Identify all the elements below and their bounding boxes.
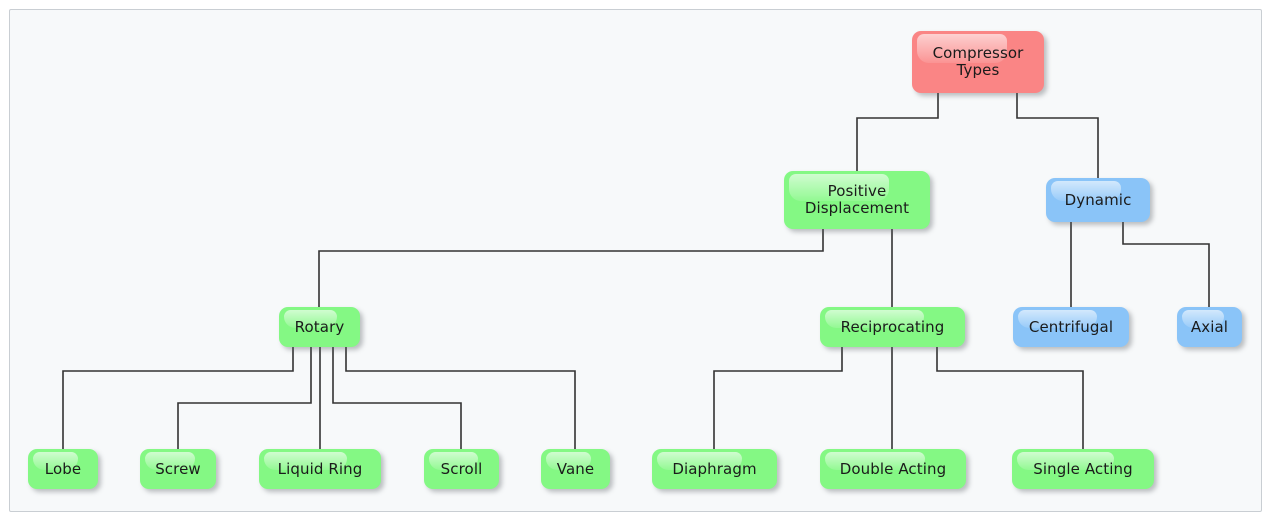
- node-label-reciprocating: Reciprocating: [840, 317, 945, 336]
- edge-rotary-to-screw: [177, 346, 312, 450]
- node-positive[interactable]: Positive Displacement: [784, 171, 930, 229]
- edge-reciprocating-to-diaphragm: [713, 346, 843, 450]
- node-rotary[interactable]: Rotary: [279, 307, 360, 347]
- node-root[interactable]: Compressor Types: [912, 31, 1044, 93]
- node-dynamic[interactable]: Dynamic: [1046, 178, 1150, 222]
- node-label-double_acting: Double Acting: [839, 459, 947, 478]
- node-label-diaphragm: Diaphragm: [672, 459, 757, 478]
- node-screw[interactable]: Screw: [140, 449, 216, 489]
- node-axial[interactable]: Axial: [1177, 307, 1242, 347]
- edge-positive-to-rotary: [318, 228, 824, 308]
- node-vane[interactable]: Vane: [541, 449, 610, 489]
- node-label-axial: Axial: [1190, 317, 1229, 336]
- edge-root-to-dynamic: [1016, 92, 1099, 179]
- node-reciprocating[interactable]: Reciprocating: [820, 307, 965, 347]
- edge-rotary-to-vane: [345, 346, 576, 450]
- edge-dynamic-to-axial: [1122, 221, 1210, 308]
- edge-rotary-to-lobe: [62, 346, 294, 450]
- node-label-root: Compressor Types: [932, 44, 1024, 79]
- node-liquid_ring[interactable]: Liquid Ring: [259, 449, 381, 489]
- node-label-lobe: Lobe: [44, 459, 82, 478]
- node-label-rotary: Rotary: [294, 317, 345, 336]
- edge-reciprocating-to-single_acting: [936, 346, 1084, 450]
- edge-layer: [62, 92, 1210, 450]
- node-label-single_acting: Single Acting: [1033, 459, 1133, 478]
- edge-root-to-positive: [856, 92, 939, 172]
- node-diaphragm[interactable]: Diaphragm: [652, 449, 777, 489]
- node-centrifugal[interactable]: Centrifugal: [1013, 307, 1129, 347]
- node-label-vane: Vane: [556, 459, 595, 478]
- edge-rotary-to-scroll: [332, 346, 462, 450]
- node-label-dynamic: Dynamic: [1064, 190, 1132, 209]
- node-label-liquid_ring: Liquid Ring: [277, 459, 363, 478]
- node-label-scroll: Scroll: [440, 459, 483, 478]
- node-label-screw: Screw: [155, 459, 201, 478]
- node-lobe[interactable]: Lobe: [28, 449, 98, 489]
- node-single_acting[interactable]: Single Acting: [1012, 449, 1154, 489]
- node-label-centrifugal: Centrifugal: [1028, 317, 1114, 336]
- node-scroll[interactable]: Scroll: [424, 449, 499, 489]
- node-double_acting[interactable]: Double Acting: [820, 449, 966, 489]
- node-label-positive: Positive Displacement: [804, 182, 910, 217]
